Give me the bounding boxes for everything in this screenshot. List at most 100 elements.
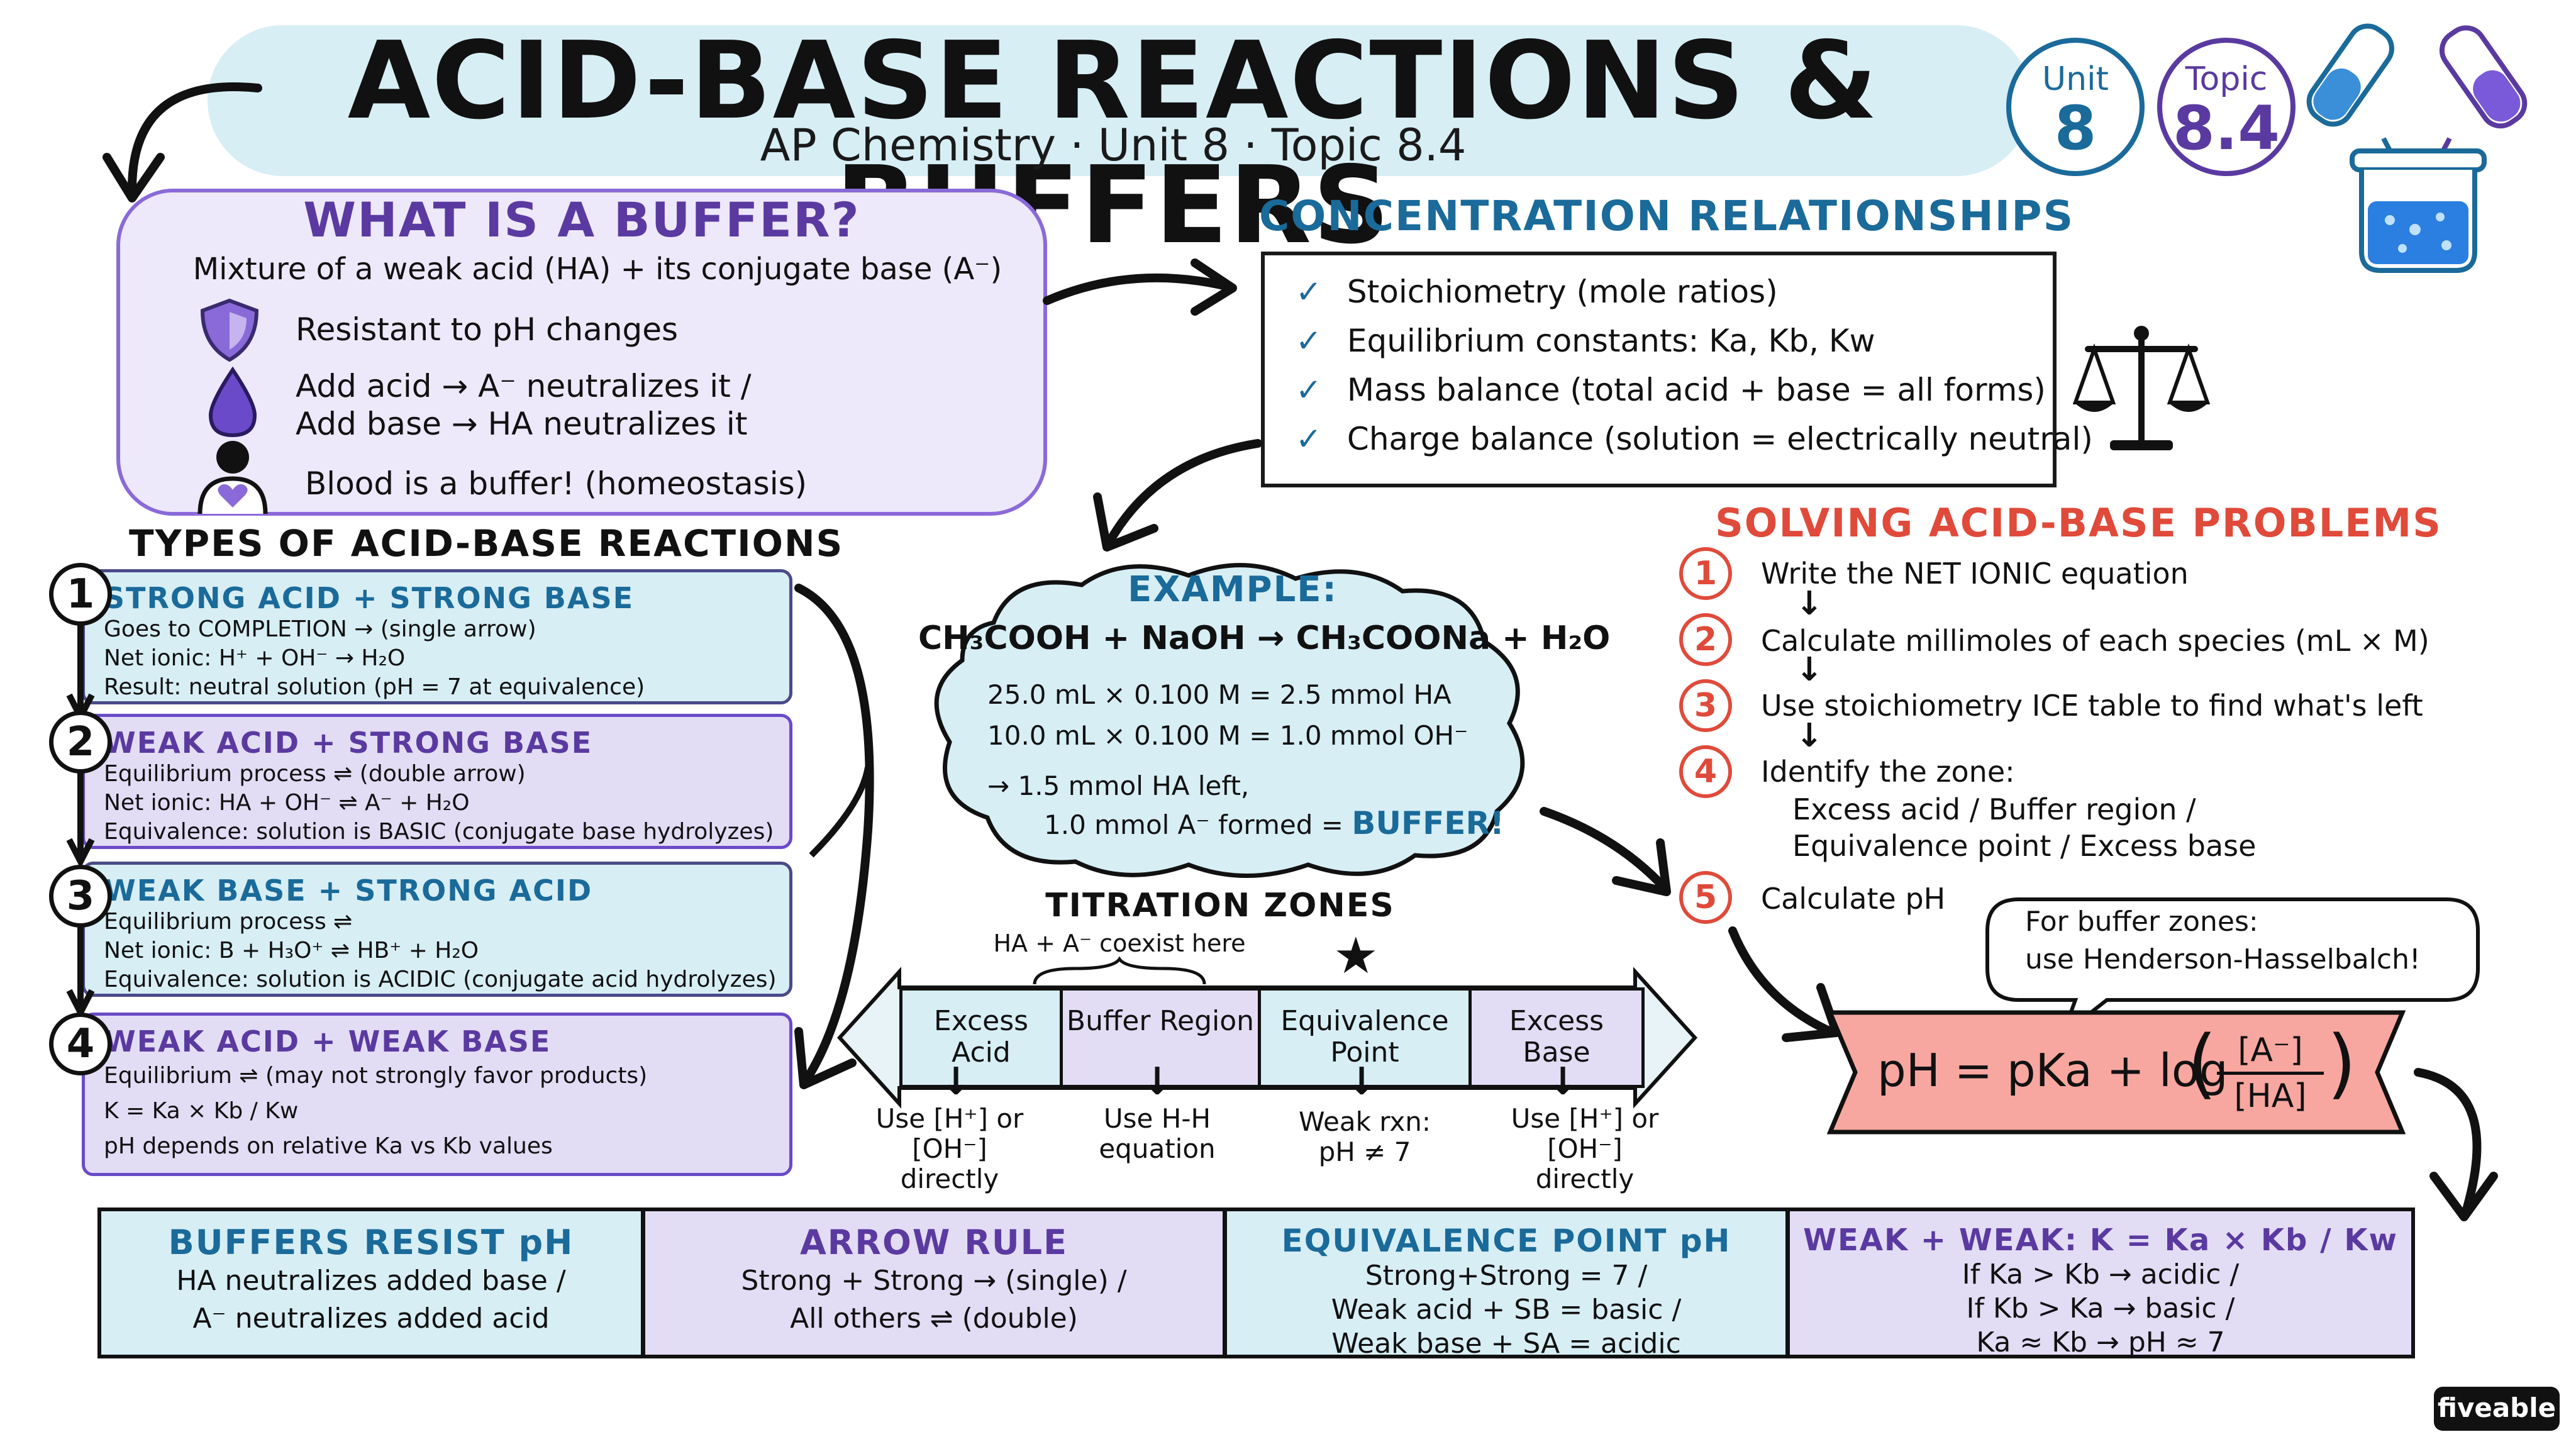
topic-badge-label: Topic bbox=[2185, 60, 2268, 98]
zone-arrow-icon: ↓ bbox=[1141, 1060, 1174, 1104]
reaction-box-3: WEAK BASE + STRONG ACID Equilibrium proc… bbox=[82, 862, 792, 997]
person-heart-icon bbox=[197, 441, 268, 514]
summary-line: Strong+Strong = 7 / bbox=[1365, 1260, 1648, 1292]
reaction-title: STRONG ACID + STRONG BASE bbox=[104, 581, 635, 615]
star-icon: ★ bbox=[1333, 926, 1379, 985]
reaction-title: WEAK ACID + WEAK BASE bbox=[104, 1024, 552, 1058]
reaction-line: Net ionic: HA + OH⁻ ⇌ A⁻ + H₂O bbox=[104, 790, 470, 816]
reaction-line: Net ionic: H⁺ + OH⁻ → H₂O bbox=[104, 645, 406, 671]
titration-brace-label: HA + A⁻ coexist here bbox=[993, 930, 1246, 957]
types-title: TYPES OF ACID-BASE REACTIONS bbox=[129, 522, 844, 565]
reaction-line: K = Ka × Kb / Kw bbox=[104, 1098, 299, 1124]
zone-note-equivalence-point: Weak rxn: pH ≠ 7 bbox=[1298, 1106, 1431, 1167]
step-text-2: Calculate millimoles of each species (mL… bbox=[1761, 624, 2429, 658]
titration-title: TITRATION ZONES bbox=[1045, 887, 1395, 924]
zone-equivalence-point: Equivalence Point bbox=[1258, 987, 1472, 1088]
zone-arrow-icon: ↓ bbox=[1346, 1060, 1378, 1104]
step-number-3: 3 bbox=[1679, 679, 1732, 732]
summary-line: HA neutralizes added base / bbox=[176, 1265, 566, 1297]
formula-fraction: [A⁻] [HA] bbox=[2217, 1031, 2324, 1115]
buffer-definition: Mixture of a weak acid (HA) + its conjug… bbox=[192, 252, 1002, 287]
formula-numerator: [A⁻] bbox=[2217, 1031, 2324, 1075]
example-line-3: → 1.5 mmol HA left, bbox=[987, 770, 1250, 801]
zone-arrow-icon: ↓ bbox=[940, 1060, 972, 1104]
example-line-2: 10.0 mL × 0.100 M = 1.0 mmol OH⁻ bbox=[987, 720, 1468, 751]
step-text-3: Use stoichiometry ICE table to find what… bbox=[1761, 689, 2423, 723]
arrow-example-to-step5 bbox=[1540, 807, 1671, 896]
formula-left: pH = pKa + log bbox=[1877, 1044, 2228, 1097]
summary-title: EQUIVALENCE POINT pH bbox=[1281, 1223, 1731, 1259]
arrow-concentration-to-example bbox=[1093, 439, 1262, 552]
buffer-item-1: Resistant to pH changes bbox=[296, 311, 679, 348]
zone-buffer-region: Buffer Region bbox=[1060, 987, 1261, 1088]
reaction-title: WEAK ACID + STRONG BASE bbox=[104, 726, 593, 760]
shield-icon bbox=[200, 298, 259, 362]
step-number-4: 4 bbox=[1679, 745, 1732, 798]
page-subtitle: AP Chemistry · Unit 8 · Topic 8.4 bbox=[760, 119, 1467, 171]
reaction-line: Equilibrium ⇌ (may not strongly favor pr… bbox=[104, 1063, 648, 1089]
zone-line-1: Excess acid / Buffer region / bbox=[1792, 792, 2196, 826]
reaction-title: WEAK BASE + STRONG ACID bbox=[104, 874, 593, 908]
formula-denominator: [HA] bbox=[2234, 1077, 2307, 1115]
step-number-1: 1 bbox=[1679, 547, 1732, 600]
buffer-item-4: Blood is a buffer! (homeostasis) bbox=[305, 465, 808, 502]
summary-line: A⁻ neutralizes added acid bbox=[192, 1302, 550, 1335]
step-down-arrow-icon: ↓ bbox=[1796, 717, 1823, 755]
concentration-list: ✓Stoichiometry (mole ratios) ✓Equilibriu… bbox=[1296, 267, 2093, 464]
zone-line-2: Equivalence point / Excess base bbox=[1792, 829, 2257, 863]
zone-note-buffer-region: Use H-H equation bbox=[1099, 1103, 1216, 1164]
concentration-title: CONCENTRATION RELATIONSHIPS bbox=[1258, 192, 2075, 240]
reaction-line: Equivalence: solution is ACIDIC (conjuga… bbox=[104, 967, 777, 992]
reaction-number-1: 1 bbox=[49, 563, 112, 626]
unit-badge-label: Unit bbox=[2042, 60, 2109, 98]
step-text-1: Write the NET IONIC equation bbox=[1761, 557, 2189, 591]
summary-line: All others ⇌ (double) bbox=[790, 1302, 1078, 1335]
buffer-item-2: Add acid → A⁻ neutralizes it / bbox=[296, 368, 752, 404]
arrow-buffer-to-concentration bbox=[1043, 258, 1237, 316]
beaker-icon bbox=[2306, 23, 2528, 273]
reaction-line: Equivalence: solution is BASIC (conjugat… bbox=[104, 819, 774, 845]
summary-weak-weak: WEAK + WEAK: K = Ka × Kb / Kw If Ka > Kb… bbox=[1786, 1208, 2415, 1358]
reaction-box-4: WEAK ACID + WEAK BASE Equilibrium ⇌ (may… bbox=[82, 1013, 792, 1176]
example-cloud bbox=[934, 563, 1525, 878]
step-text-4: Identify the zone: bbox=[1761, 755, 2015, 789]
zone-note-excess-acid: Use [H⁺] or [OH⁻] directly bbox=[875, 1103, 1024, 1194]
zone-note-excess-base: Use [H⁺] or [OH⁻] directly bbox=[1511, 1103, 1659, 1194]
concentration-item: ✓Equilibrium constants: Ka, Kb, Kw bbox=[1296, 323, 1875, 359]
check-icon: ✓ bbox=[1296, 274, 1322, 310]
unit-badge-value: 8 bbox=[2054, 93, 2097, 164]
reaction-line: Equilibrium process ⇌ bbox=[104, 909, 353, 935]
reaction-number-4: 4 bbox=[49, 1013, 112, 1075]
topic-badge-value: 8.4 bbox=[2172, 93, 2280, 164]
reaction-line: Goes to COMPLETION → (single arrow) bbox=[104, 616, 536, 642]
step-number-5: 5 bbox=[1679, 871, 1732, 924]
check-icon: ✓ bbox=[1296, 421, 1322, 457]
summary-buffers-resist: BUFFERS RESIST pH HA neutralizes added b… bbox=[97, 1208, 645, 1358]
unit-badge: Unit 8 bbox=[2006, 38, 2145, 176]
drop-icon bbox=[208, 366, 257, 438]
summary-title: ARROW RULE bbox=[800, 1223, 1068, 1262]
left-flow-arrows bbox=[66, 623, 95, 1019]
formula-paren-open: ( bbox=[2187, 1020, 2217, 1108]
check-icon: ✓ bbox=[1296, 323, 1322, 359]
reaction-line: Net ionic: B + H₃O⁺ ⇌ HB⁺ + H₂O bbox=[104, 938, 479, 963]
solving-title: SOLVING ACID-BASE PROBLEMS bbox=[1715, 500, 2442, 546]
fiveable-logo: fiveable bbox=[2434, 1387, 2560, 1431]
summary-arrow-rule: ARROW RULE Strong + Strong → (single) / … bbox=[641, 1208, 1226, 1358]
step-down-arrow-icon: ↓ bbox=[1796, 651, 1823, 689]
arrow-reactions-to-weak bbox=[794, 584, 874, 1089]
summary-line: If Kb > Ka → basic / bbox=[1966, 1292, 2235, 1324]
summary-line: Weak acid + SB = basic / bbox=[1331, 1294, 1682, 1326]
example-line-4: 1.0 mmol A⁻ formed = BUFFER! bbox=[1044, 805, 1504, 841]
summary-equivalence-ph: EQUIVALENCE POINT pH Strong+Strong = 7 /… bbox=[1223, 1208, 1789, 1360]
summary-title: BUFFERS RESIST pH bbox=[168, 1223, 574, 1262]
summary-line: Strong + Strong → (single) / bbox=[741, 1265, 1127, 1297]
reaction-number-2: 2 bbox=[49, 711, 112, 774]
example-equation: CH₃COOH + NaOH → CH₃COONa + H₂O bbox=[918, 619, 1611, 657]
concentration-item: ✓Mass balance (total acid + base = all f… bbox=[1296, 372, 2046, 408]
concentration-item: ✓Stoichiometry (mole ratios) bbox=[1296, 274, 1778, 310]
reaction-line: Equilibrium process ⇌ (double arrow) bbox=[104, 761, 526, 787]
example-title: EXAMPLE: bbox=[1128, 569, 1338, 610]
check-icon: ✓ bbox=[1296, 372, 1322, 408]
summary-title: WEAK + WEAK: K = Ka × Kb / Kw bbox=[1803, 1223, 2398, 1258]
